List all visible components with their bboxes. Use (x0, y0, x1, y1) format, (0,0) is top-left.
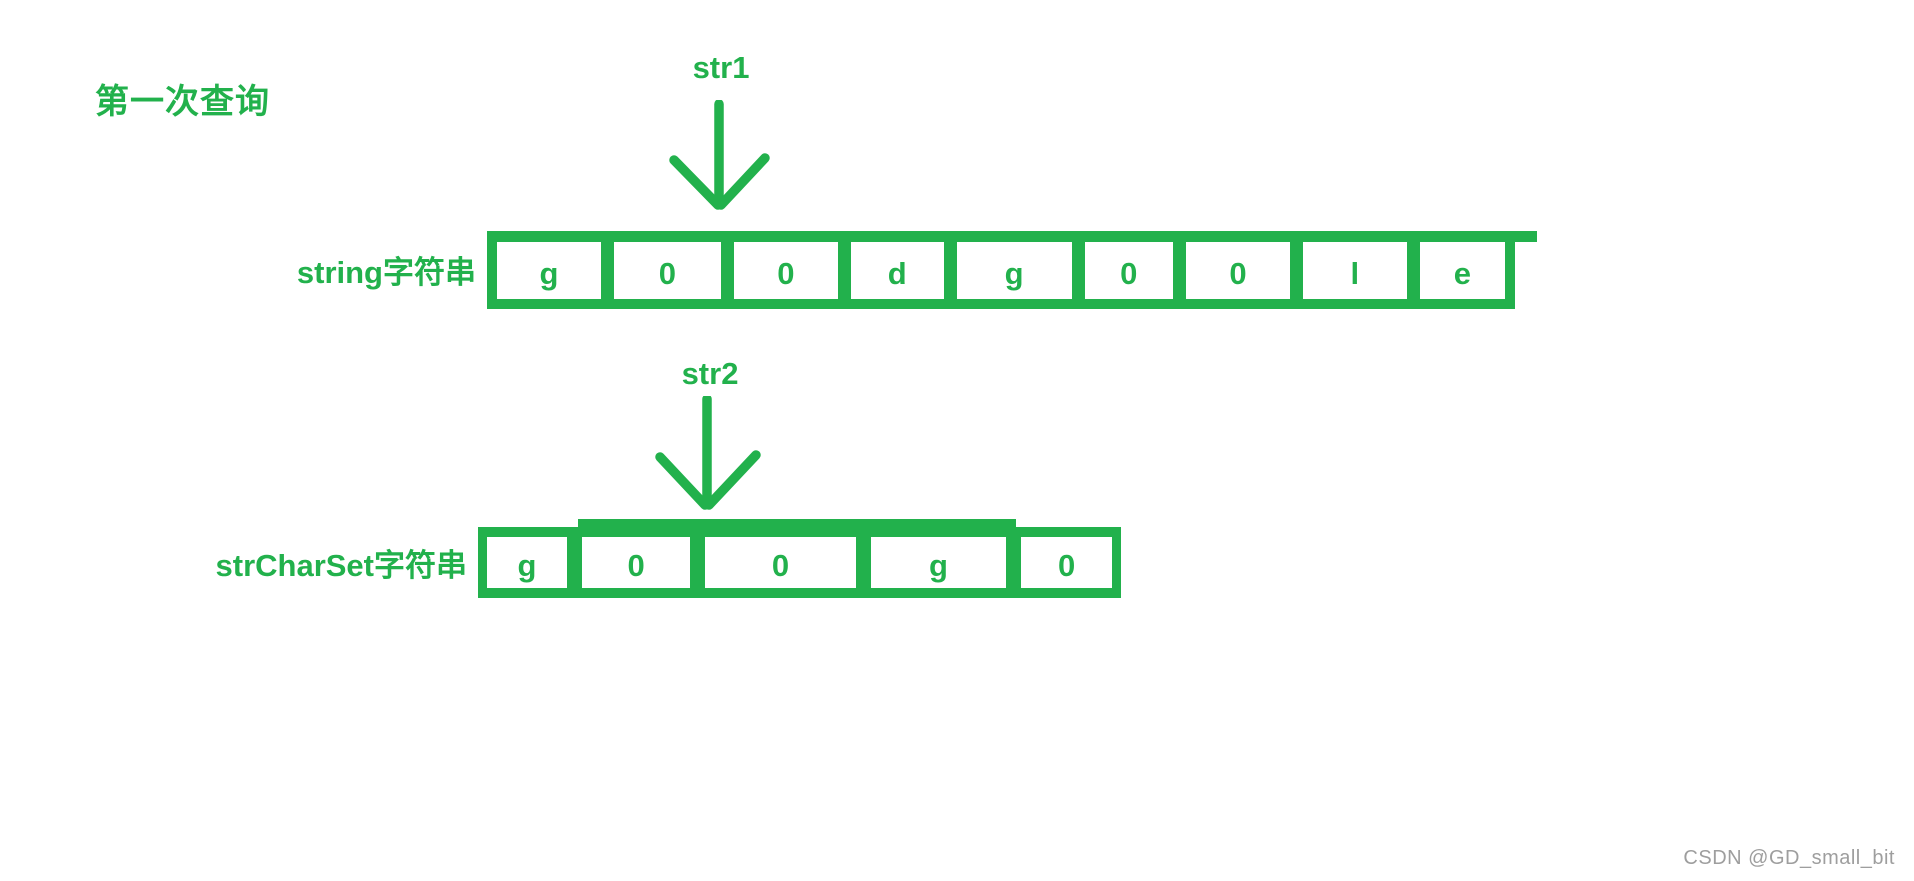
array-cell: 0 (1021, 537, 1112, 588)
str1-arrow-icon (669, 100, 770, 210)
array-cell: d (850, 242, 944, 299)
charset-array: g 0 0 g 0 (478, 527, 1121, 598)
array-cell: g (956, 242, 1072, 299)
str2-label: str2 (681, 356, 739, 391)
array-cell: 0 (705, 537, 856, 588)
array-cell: 0 (613, 242, 721, 299)
array-cell: 0 (582, 537, 691, 588)
array-cell: l (1302, 242, 1407, 299)
string-array-label: string字符串 (296, 255, 476, 290)
array-cell: g (870, 537, 1007, 588)
array-cell: 0 (1186, 242, 1290, 299)
array-cell: g (487, 537, 568, 588)
string-array: g 0 0 d g 0 0 l e (487, 231, 1515, 309)
str2-arrow-icon (655, 396, 761, 510)
array-cell: g (497, 242, 601, 299)
array-cell: e (1419, 242, 1506, 299)
str1-label: str1 (692, 50, 750, 85)
array-cell: 0 (733, 242, 838, 299)
page-title: 第一次查询 (95, 83, 270, 121)
watermark: CSDN @GD_small_bit (1683, 847, 1895, 869)
charset-array-label: strCharSet字符串 (215, 548, 468, 583)
array-cell: 0 (1084, 242, 1174, 299)
